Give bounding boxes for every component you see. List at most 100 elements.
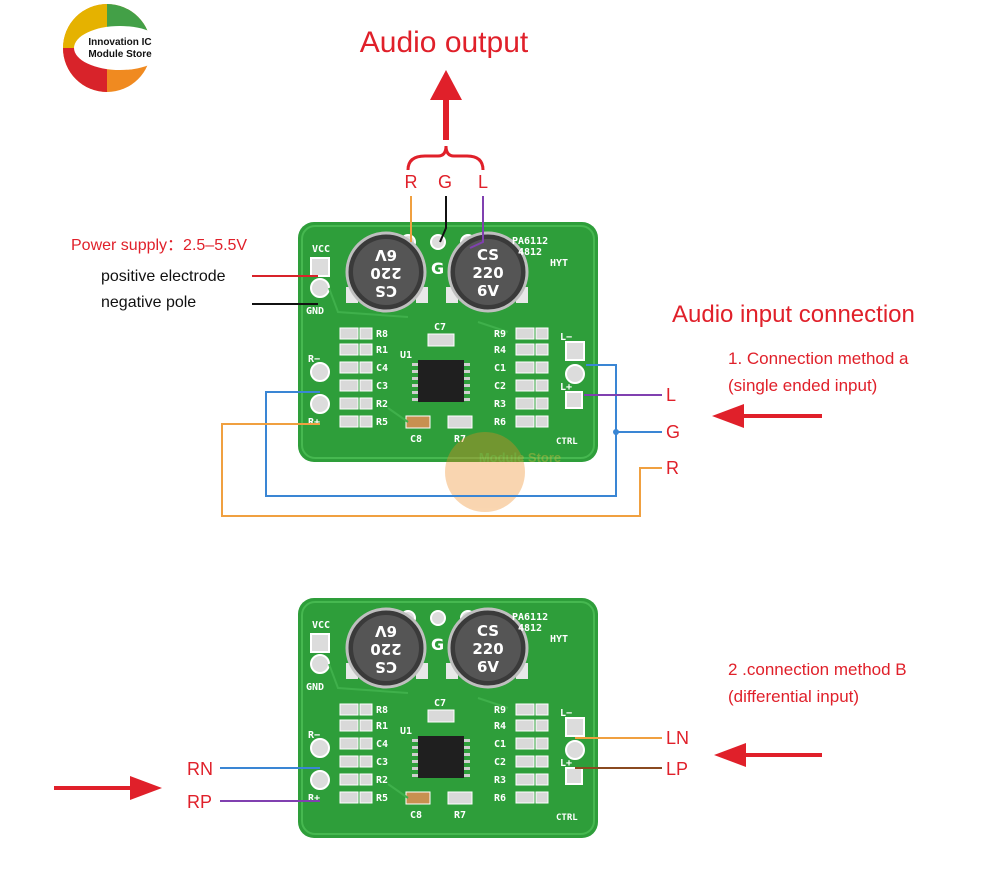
pin2-l-plus: L+ [560,758,572,769]
ref2-r4: R4 [494,721,506,732]
ref-r3: R3 [494,399,506,410]
ref2-r6: R6 [494,793,506,804]
cap2-right-line-3: 6V [477,658,499,676]
ref2-u1: U1 [400,726,412,737]
method-a-input-arrow [712,404,822,428]
method-a-wires [221,364,662,517]
ref-u1: U1 [400,350,412,361]
audio-output-title: Audio output [360,26,529,59]
ref-r5: R5 [376,417,388,428]
ref2-c4: C4 [376,739,388,750]
cap-left-line-3: 6V [375,246,397,264]
output-brace [406,145,485,171]
power-supply-label: Power supply：2.5–5.5V [71,237,247,254]
ref2-r8: R8 [376,705,388,716]
pin2-r-minus: R− [308,730,320,741]
output-up-arrow [430,70,462,140]
method-a-pin-g: G [666,422,680,442]
ref-c1: C1 [494,363,506,374]
watermark-text: Module Store [479,450,561,465]
pin2-r-plus: R+ [308,793,320,804]
ref-r9: R9 [494,329,506,340]
ref2-r3: R3 [494,775,506,786]
cap2-right-line-1: CS [477,622,499,640]
board2-g-label: G [431,635,444,654]
ref-c2: C2 [494,381,506,392]
pin-l-plus: L+ [560,382,572,393]
output-pin-r: R [405,172,418,192]
ref2-c8: C8 [410,810,422,821]
ref2-r5: R5 [376,793,388,804]
negative-pole-label: negative pole [101,294,196,311]
method-b-left-arrow [54,776,162,800]
board-gnd-label: GND [306,306,324,317]
method-b-pin-rp: RP [187,792,212,812]
method-b-wires [220,737,662,802]
ref-c7: C7 [434,322,446,333]
amplifier-board-bottom: VCC GND G PA6112 4812 HYT CS 220 6V CS 2… [296,596,600,840]
board2-gnd-label: GND [306,682,324,693]
pin-r-minus: R− [308,354,320,365]
method-a-pin-r: R [666,458,679,478]
ref2-c1: C1 [494,739,506,750]
ref2-r7: R7 [454,810,466,821]
cap2-left-line-3: 6V [375,622,397,640]
method-b-line-1: 2 .connection method B [728,660,907,679]
ref-r8: R8 [376,329,388,340]
board-model-2: 4812 [518,247,542,258]
output-pin-l: L [478,172,488,192]
logo-line-2: Module Store [88,49,152,60]
positive-electrode-label: positive electrode [101,268,226,285]
board-maker: HYT [550,258,568,269]
method-b-line-2: (differential input) [728,687,859,706]
ref-r4: R4 [494,345,506,356]
cap2-right-line-2: 220 [472,640,503,658]
logo-line-1: Innovation IC [88,37,151,48]
method-b-pin-lp: LP [666,759,688,779]
ref-c3: C3 [376,381,388,392]
pin-l-minus: L− [560,332,572,343]
pin-ctrl: CTRL [556,437,578,447]
board2-maker: HYT [550,634,568,645]
ref-r1: R1 [376,345,388,356]
cap2-left-line-1: CS [375,658,397,676]
output-pin-g: G [438,172,452,192]
pin2-ctrl: CTRL [556,813,578,823]
ref2-r2: R2 [376,775,388,786]
method-b-right-arrow [714,743,822,767]
pin-r-plus: R+ [308,417,320,428]
board-model-1: PA6112 [512,236,548,247]
ref2-c2: C2 [494,757,506,768]
ref2-r9: R9 [494,705,506,716]
ref2-r1: R1 [376,721,388,732]
method-b-pin-ln: LN [666,728,689,748]
ref-r2: R2 [376,399,388,410]
ref-r7: R7 [454,434,466,445]
cap-right-line-1: CS [477,246,499,264]
output-wires [410,196,484,249]
board-vcc-label: VCC [312,244,330,255]
ref2-c3: C3 [376,757,388,768]
cap-left-line-1: CS [375,282,397,300]
ref-c4: C4 [376,363,388,374]
cap2-left-line-2: 220 [370,640,401,658]
board-g-label: G [431,259,444,278]
pin2-l-minus: L− [560,708,572,719]
board2-vcc-label: VCC [312,620,330,631]
cap-right-line-3: 6V [477,282,499,300]
method-a-pin-l: L [666,385,676,405]
cap-left-line-2: 220 [370,264,401,282]
ref-r6: R6 [494,417,506,428]
amplifier-board-top: VCC GND G PA6112 4812 HYT CS 220 6V CS 2… [296,220,600,464]
method-b-pin-rn: RN [187,759,213,779]
method-a-line-2: (single ended input) [728,376,877,395]
board2-model-1: PA6112 [512,612,548,623]
cap-right-line-2: 220 [472,264,503,282]
audio-input-heading: Audio input connection [672,301,915,328]
store-logo: Innovation IC Module Store [63,4,166,92]
board2-model-2: 4812 [518,623,542,634]
ref-c8: C8 [410,434,422,445]
method-a-line-1: 1. Connection method a [728,349,909,368]
store-watermark: Module Store [445,432,561,512]
ref2-c7: C7 [434,698,446,709]
